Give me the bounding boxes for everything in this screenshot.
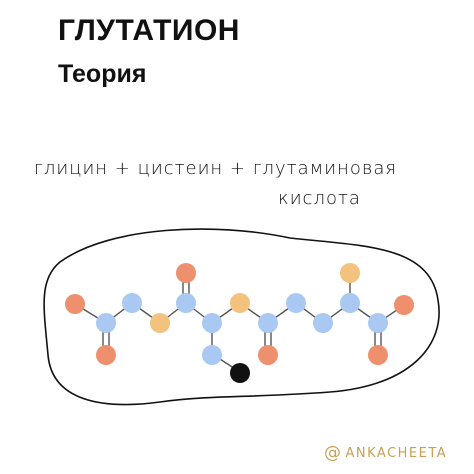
atom-carbon	[202, 345, 222, 365]
atom-sulfur	[230, 363, 250, 383]
author-handle: ANKACHEETA	[345, 445, 448, 461]
formula-line-1: глицин + цистеин + глутаминовая	[34, 158, 398, 179]
atom-carbon	[122, 293, 142, 313]
atom-nitrogen	[340, 263, 360, 283]
atom-carbon	[96, 313, 116, 333]
atom-carbon	[286, 293, 306, 313]
atom-carbon	[368, 313, 388, 333]
author-credit: @ ANKACHEETA	[324, 443, 447, 463]
atom-carbon	[340, 293, 360, 313]
atom-carbon	[202, 313, 222, 333]
atoms	[65, 263, 414, 383]
atom-carbon	[176, 293, 196, 313]
atom-oxygen	[96, 345, 116, 365]
atom-carbon	[313, 313, 333, 333]
atom-oxygen	[394, 295, 414, 315]
page-subtitle: Теория	[58, 60, 147, 88]
atom-carbon	[258, 313, 278, 333]
molecule-outline	[43, 228, 440, 406]
atom-nitrogen	[150, 313, 170, 333]
atom-oxygen	[258, 345, 278, 365]
page-title: ГЛУТАТИОН	[58, 14, 240, 47]
formula-line-2: кислота	[278, 188, 361, 209]
atom-oxygen	[368, 345, 388, 365]
atom-nitrogen	[230, 293, 250, 313]
at-icon: @	[324, 443, 343, 463]
atom-oxygen	[176, 263, 196, 283]
atom-oxygen	[65, 294, 85, 314]
bonds	[74, 275, 405, 373]
